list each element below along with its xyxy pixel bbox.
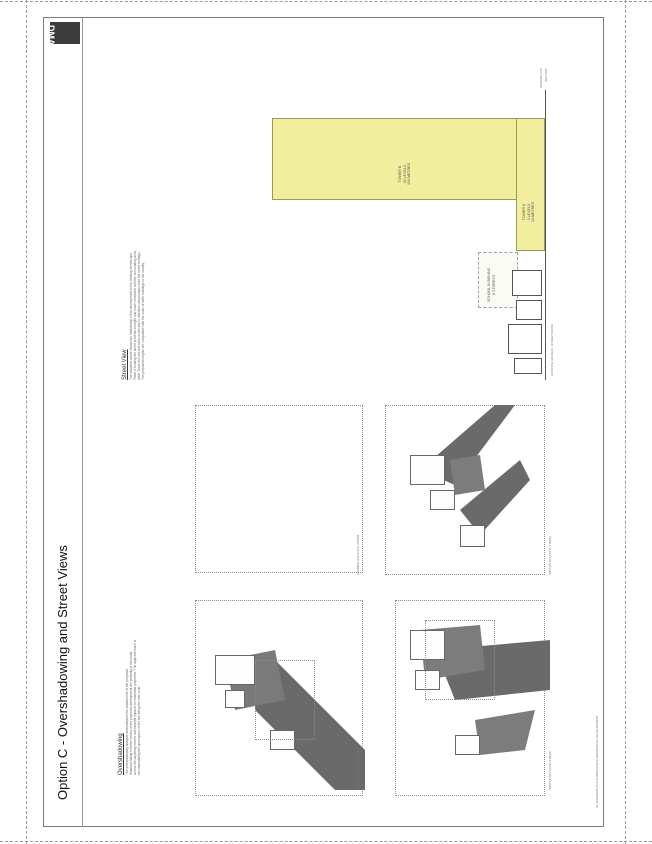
street-view-heading: Street View <box>122 349 128 380</box>
tower-a-elevation <box>516 118 545 251</box>
existing-houses <box>508 266 545 376</box>
overshadowing-heading: Overshadowing <box>118 733 124 775</box>
street-section-label: SECTION <box>544 68 548 82</box>
tower-a-label: TOWER A 3 LEVELS 10 METRES <box>522 202 535 222</box>
ground-line <box>545 90 546 380</box>
shadow-area-4 <box>420 405 530 535</box>
building-block <box>225 690 245 708</box>
shadow-plan-4 <box>380 400 550 580</box>
building-block <box>455 735 480 755</box>
site-outline <box>385 405 545 575</box>
proposed-outline <box>425 620 495 700</box>
page-title: Option C - Overshadowing and Street View… <box>55 545 70 800</box>
shadow-plan-3 <box>395 600 555 800</box>
street-name-label: HOWARD AVE <box>539 67 543 88</box>
street-view-text: The elevation above shows the relationsh… <box>129 250 145 380</box>
page-border-bottom <box>0 841 652 842</box>
shadow-plan-1 <box>195 600 365 800</box>
shadow-caption-4: WINTER SOLSTICE 3:00PM <box>548 536 552 575</box>
proposed-outline <box>255 660 315 740</box>
page-border-right <box>625 0 626 844</box>
house-block <box>512 270 542 296</box>
existing-houses-label: EXISTING HOUSES - STREETSCAPE <box>550 323 554 376</box>
tower-b-label: TOWER B 30 LEVELS 100 METRES <box>398 163 411 185</box>
title-band <box>43 17 83 827</box>
footer-note: ST ANDREWS PLACE BRICKFIELD RESIDENTIAL … <box>595 715 599 808</box>
shadow-plan-2 <box>195 405 365 575</box>
house-block <box>516 300 542 320</box>
tower-b-elevation <box>272 118 545 200</box>
shadow-caption-3: WINTER SOLSTICE 9:00AM <box>548 751 552 790</box>
school-outline <box>478 252 518 308</box>
company-logo: DMA <box>46 22 80 46</box>
shadow-area-3 <box>420 625 550 755</box>
page-border-left <box>26 0 27 844</box>
drawing-sheet <box>43 17 604 827</box>
site-outline <box>395 600 545 796</box>
shadow-caption-2: SUMMER SOLSTICE 3:00PM <box>356 534 360 575</box>
shadow-caption-1: SUMMER SOLSTICE 9:00AM <box>356 749 360 790</box>
school-label: SCHOOL IN BEHIND 6 STOREYS <box>487 267 496 302</box>
building-block <box>270 730 295 750</box>
building-block <box>410 455 445 485</box>
building-block <box>415 670 440 690</box>
site-outline <box>195 405 363 573</box>
building-block <box>410 630 445 660</box>
building-block <box>215 655 255 685</box>
overshadowing-text: The overshadowing analysis demonstrates … <box>125 639 141 775</box>
house-block <box>514 358 542 374</box>
house-block <box>508 324 542 354</box>
site-outline <box>195 600 363 796</box>
building-block <box>430 490 455 510</box>
page-border-top <box>0 1 652 2</box>
building-block <box>460 525 485 547</box>
